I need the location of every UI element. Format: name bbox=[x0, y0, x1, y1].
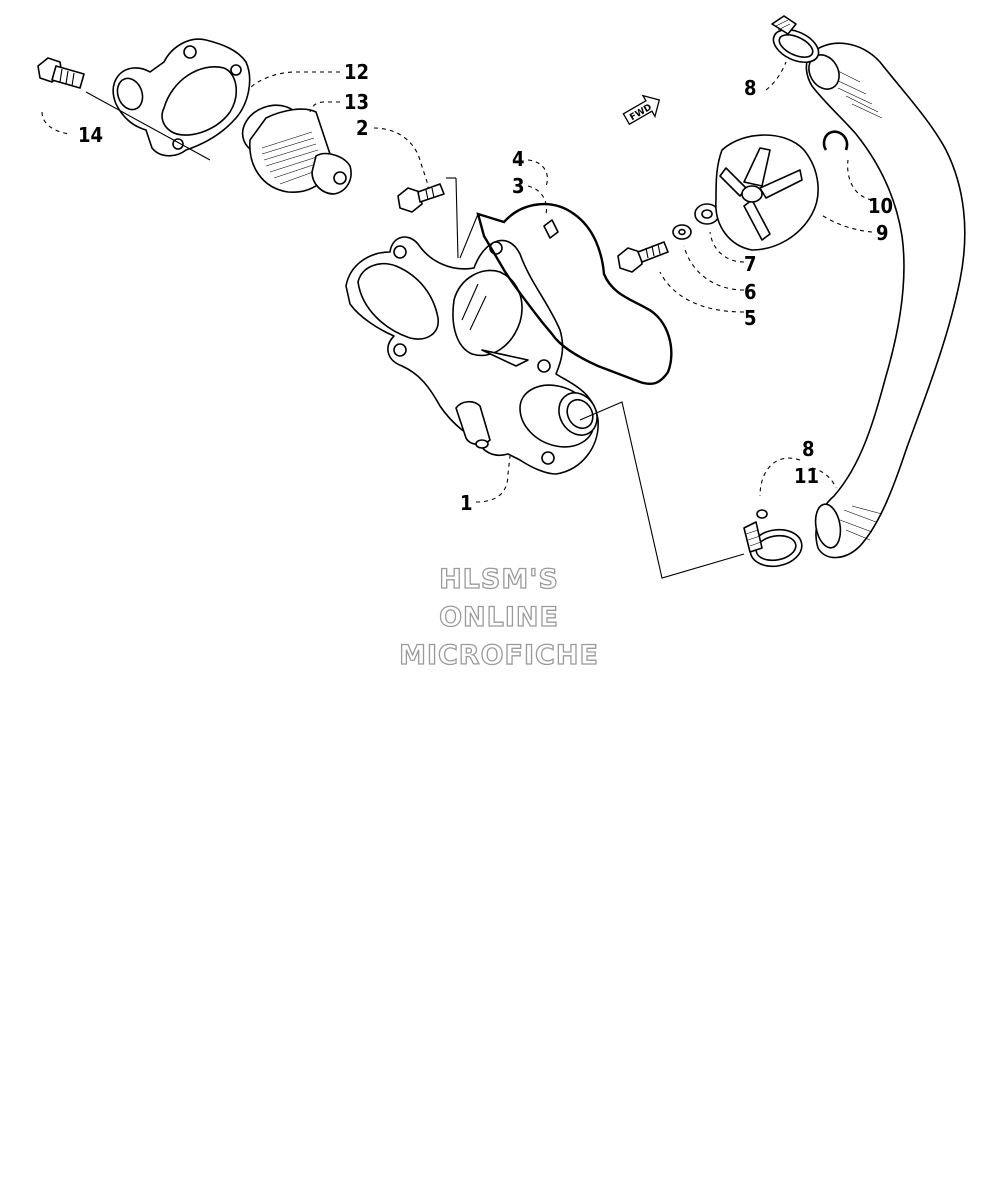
part-13-thermostat[interactable] bbox=[236, 97, 352, 195]
callout-5: 5 bbox=[744, 306, 757, 330]
watermark-line-2: ONLINE bbox=[439, 602, 559, 633]
part-4-gasket[interactable] bbox=[476, 202, 673, 386]
callout-11: 11 bbox=[794, 464, 819, 488]
fwd-direction-arrow: FWD bbox=[622, 94, 661, 126]
part-8-hose-clamp-upper[interactable] bbox=[768, 15, 823, 69]
callout-3: 3 bbox=[512, 174, 525, 198]
callout-14: 14 bbox=[78, 123, 103, 147]
callout-1: 1 bbox=[460, 491, 473, 515]
watermark-line-3: MICROFICHE bbox=[399, 640, 599, 671]
part-5-bolt[interactable] bbox=[617, 241, 669, 273]
part-8-hose-clamp-lower[interactable] bbox=[743, 509, 805, 570]
part-14-bolt[interactable] bbox=[37, 57, 85, 89]
part-6-washer[interactable] bbox=[672, 224, 692, 240]
callout-2: 2 bbox=[356, 116, 369, 140]
part-3-dowel-pin[interactable] bbox=[543, 219, 559, 239]
callout-labels: 14 12 13 2 4 3 8 10 9 7 6 5 8 11 1 bbox=[78, 60, 893, 515]
callout-8-lower: 8 bbox=[802, 437, 815, 461]
callout-12: 12 bbox=[344, 60, 369, 84]
part-10-clip[interactable] bbox=[822, 130, 849, 151]
callout-4: 4 bbox=[512, 147, 525, 171]
callout-7: 7 bbox=[744, 252, 757, 276]
part-11-coolant-hose[interactable] bbox=[803, 42, 966, 559]
part-9-impeller[interactable] bbox=[715, 134, 819, 251]
callout-13: 13 bbox=[344, 90, 369, 114]
callout-8-upper: 8 bbox=[744, 76, 757, 100]
callout-10: 10 bbox=[868, 194, 893, 218]
callout-6: 6 bbox=[744, 280, 757, 304]
callout-9: 9 bbox=[876, 221, 889, 245]
leader-lines bbox=[41, 61, 873, 579]
watermark: HLSM'S ONLINE MICROFICHE bbox=[398, 563, 599, 671]
watermark-line-1: HLSM'S bbox=[439, 564, 559, 595]
part-2-bolt[interactable] bbox=[397, 183, 445, 213]
part-12-thermostat-housing[interactable] bbox=[112, 38, 251, 157]
part-1-water-pump-body[interactable] bbox=[345, 236, 605, 475]
